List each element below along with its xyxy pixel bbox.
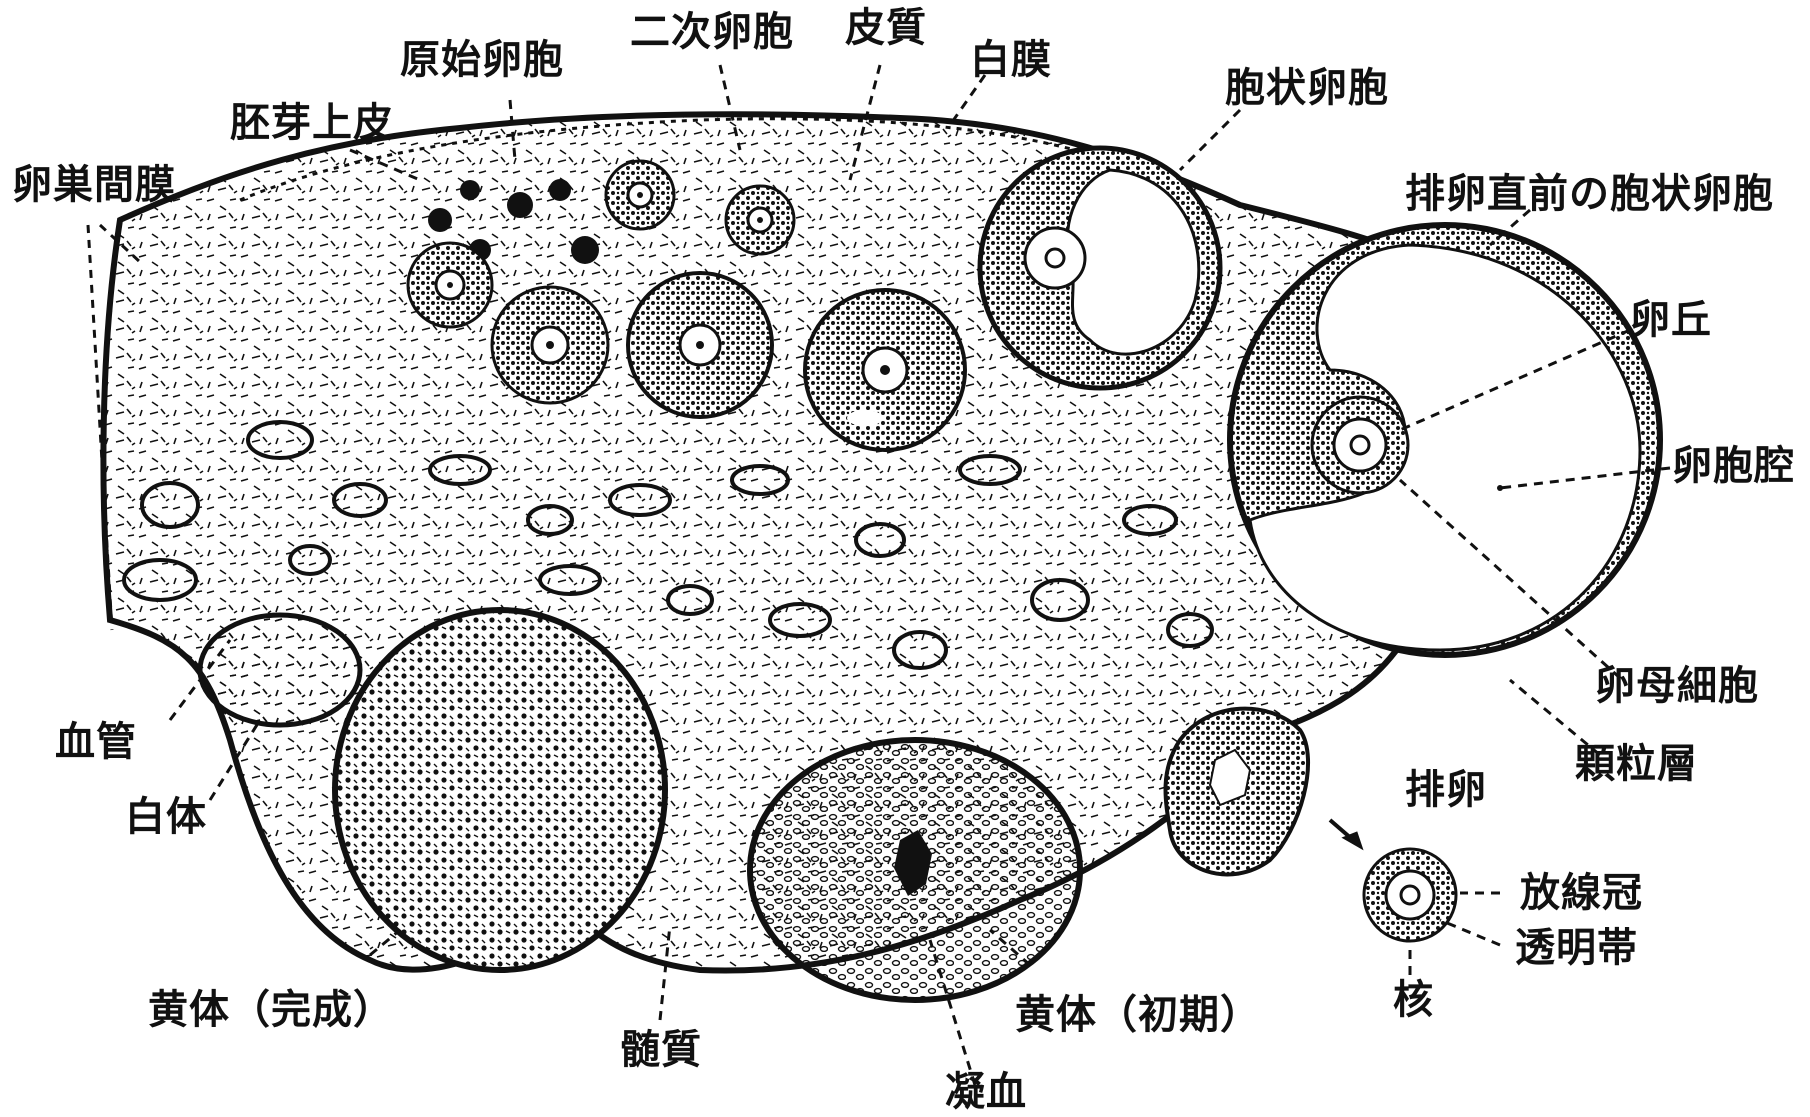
follicle-medium-2 <box>628 273 772 417</box>
follicle-small-3 <box>408 243 492 327</box>
follicle-medium-3 <box>805 290 965 450</box>
label-zona-pellucida: 透明帯 <box>1515 928 1638 968</box>
label-corona-radiata: 放線冠 <box>1520 873 1643 913</box>
corpus-luteum-mature <box>335 610 665 970</box>
preovulatory-follicle <box>1230 225 1660 655</box>
vesicular-follicle <box>980 148 1220 388</box>
label-cumulus: 卵丘 <box>1630 300 1712 340</box>
ovulation-site <box>1166 709 1309 875</box>
label-tunica-albuginea: 白膜 <box>970 40 1052 80</box>
label-preovulatory-follicle: 排卵直前の胞状卵胞 <box>1405 174 1774 214</box>
follicle-small-2 <box>726 186 794 254</box>
label-germinal-epithelium: 胚芽上皮 <box>230 103 394 143</box>
label-granulosa-layer: 顆粒層 <box>1575 744 1698 784</box>
corpus-albicans <box>200 615 360 725</box>
label-antrum: 卵胞腔 <box>1672 446 1795 486</box>
label-medulla: 髄質 <box>620 1030 702 1070</box>
label-vesicular-follicle: 胞状卵胞 <box>1225 68 1389 108</box>
label-secondary-follicle: 二次卵胞 <box>630 12 794 52</box>
label-ovarian-mesentery: 卵巣間膜 <box>12 165 176 205</box>
label-corpus-albicans: 白体 <box>125 797 207 837</box>
label-blood-vessel: 血管 <box>55 722 137 762</box>
corpus-luteum-early <box>750 740 1080 1000</box>
label-ovulation: 排卵 <box>1405 770 1487 810</box>
label-oocyte: 卵母細胞 <box>1595 666 1759 706</box>
follicle-medium-1 <box>492 287 608 403</box>
released-oocyte <box>1330 820 1456 941</box>
label-primordial-follicle: 原始卵胞 <box>400 40 564 80</box>
label-corpus-luteum-mature: 黄体（完成） <box>148 990 394 1030</box>
label-cortex: 皮質 <box>845 8 927 48</box>
label-nucleus: 核 <box>1393 980 1434 1020</box>
label-corpus-luteum-early: 黄体（初期） <box>1015 995 1261 1035</box>
label-coagulated-blood: 凝血 <box>945 1072 1027 1112</box>
follicle-small-1 <box>606 161 674 229</box>
